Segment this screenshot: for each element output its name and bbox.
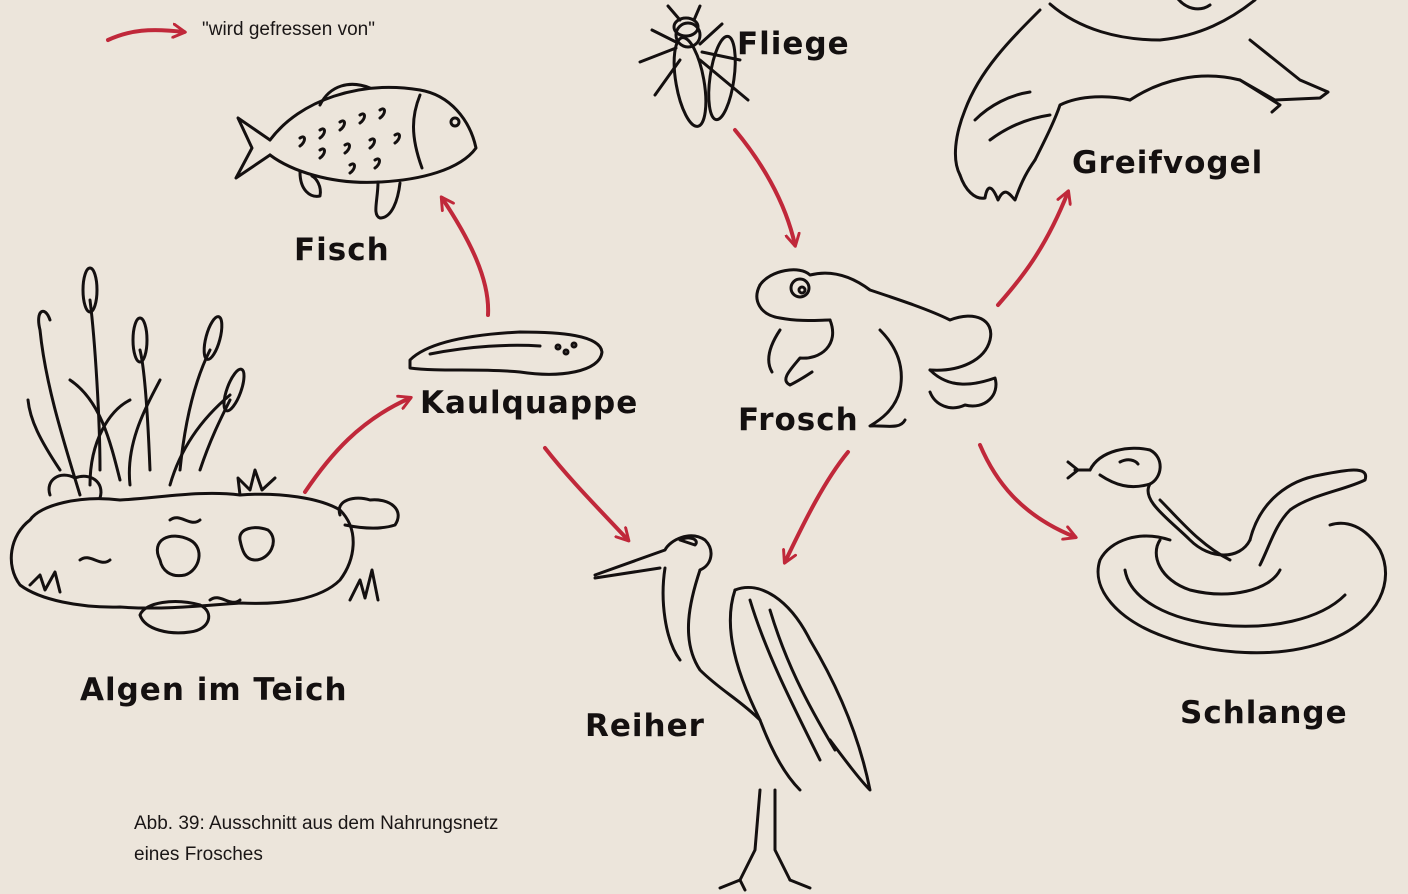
fly-drawing (640, 6, 748, 129)
snake-drawing (1068, 448, 1386, 653)
label-fisch: Fisch (294, 232, 390, 268)
label-reiher: Reiher (585, 708, 705, 744)
legend-text: "wird gefressen von" (202, 19, 375, 41)
label-kaulquappe: Kaulquappe (420, 385, 638, 421)
arrow-frog-to-snake (980, 445, 1075, 537)
pond-algae-drawing (11, 268, 398, 633)
arrow-tadpole-to-heron (545, 448, 628, 540)
arrow-frog-to-bird (998, 192, 1068, 305)
figure-caption: Abb. 39: Ausschnitt aus dem Nahrungsnetz… (134, 808, 614, 870)
fish-drawing (236, 84, 476, 218)
arrow-fly-to-frog (735, 130, 795, 245)
label-schlange: Schlange (1180, 695, 1348, 731)
arrow-algae-to-tadpole (305, 398, 410, 492)
arrow-tadpole-to-fish (442, 198, 488, 315)
label-algen-im-teich: Algen im Teich (80, 672, 348, 708)
label-frosch: Frosch (738, 402, 859, 438)
caption-line-1: Abb. 39: Ausschnitt aus dem Nahrungsnetz (134, 808, 614, 839)
label-greifvogel: Greifvogel (1072, 145, 1263, 181)
arrow-frog-to-heron (785, 452, 848, 562)
tadpole-drawing (410, 332, 602, 374)
label-fliege: Fliege (737, 26, 850, 62)
legend-arrow (108, 30, 184, 40)
caption-line-2: eines Frosches (134, 839, 614, 870)
